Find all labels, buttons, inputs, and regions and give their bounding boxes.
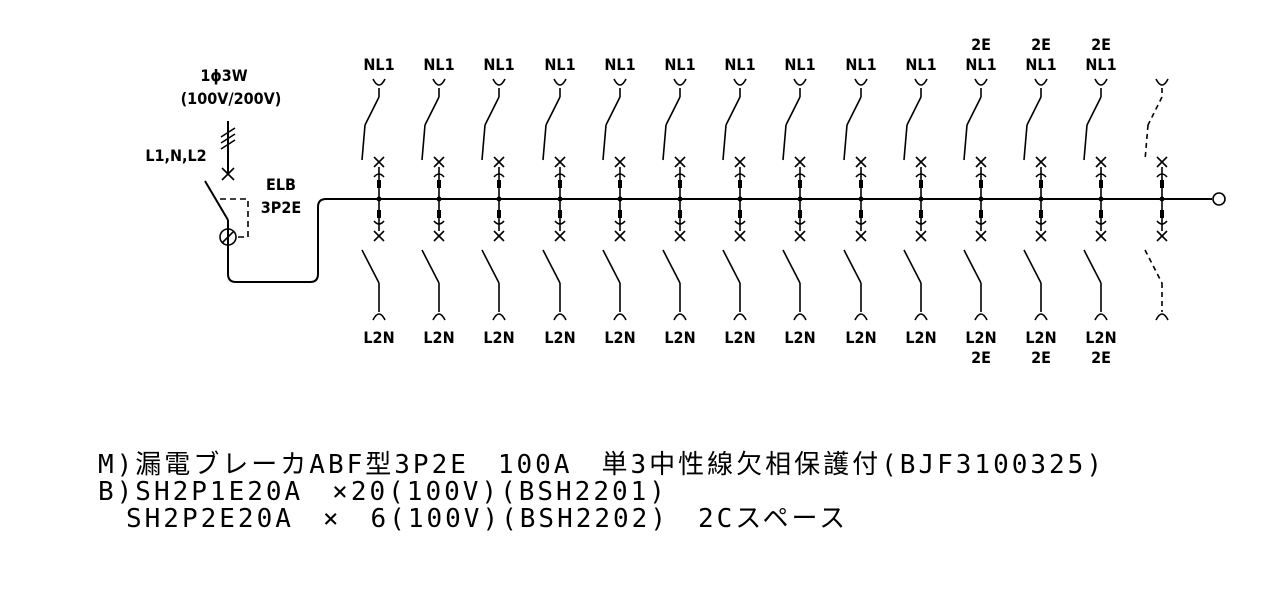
branch-top-extra-label: 2E bbox=[971, 35, 991, 54]
branch-top-label: NL1 bbox=[423, 55, 454, 74]
single-line-diagram: 1ϕ3W (100V/200V) L1,N,L2 ELB 3P2E NL1L2N… bbox=[145, 35, 1226, 367]
branch-top-extra-label: 2E bbox=[1091, 35, 1111, 54]
branch-top-label: NL1 bbox=[483, 55, 514, 74]
branch-top-label: NL1 bbox=[845, 55, 876, 74]
branch-top-label: NL1 bbox=[1085, 55, 1116, 74]
elb-label: ELB bbox=[266, 175, 296, 194]
branch-bottom-label: L2N bbox=[664, 328, 695, 347]
branch-top-label: NL1 bbox=[905, 55, 936, 74]
branch-top-label: NL1 bbox=[965, 55, 996, 74]
branch-bottom-label: L2N bbox=[1025, 328, 1056, 347]
branch-bottom-label: L2N bbox=[965, 328, 996, 347]
branch-top-label: NL1 bbox=[724, 55, 755, 74]
note-branch-1e: B)SH2P1E20A ×20(100V)(BSH2201) bbox=[98, 477, 668, 507]
branch-bottom-extra-label: 2E bbox=[1091, 348, 1111, 367]
note-main-breaker: M)漏電ブレーカABF型3P2E 100A 単3中性線欠相保護付(BJF3100… bbox=[98, 450, 1105, 480]
branch-bottom-label: L2N bbox=[483, 328, 514, 347]
branch-bottom-label: L2N bbox=[604, 328, 635, 347]
branch-bottom-label: L2N bbox=[784, 328, 815, 347]
voltage-label: (100V/200V) bbox=[181, 89, 282, 108]
note-branch-2e: SH2P2E20A × 6(100V)(BSH2202) 2Cスペース bbox=[126, 504, 849, 534]
branch-bottom-label: L2N bbox=[845, 328, 876, 347]
branch-bottom-label: L2N bbox=[724, 328, 755, 347]
branch-bottom-label: L2N bbox=[1085, 328, 1116, 347]
elb-poles-label: 3P2E bbox=[261, 198, 301, 217]
branch-top-label: NL1 bbox=[664, 55, 695, 74]
branch-top-label: NL1 bbox=[1025, 55, 1056, 74]
branch-bottom-label: L2N bbox=[423, 328, 454, 347]
branch-top-label: NL1 bbox=[544, 55, 575, 74]
branch-bottom-label: L2N bbox=[363, 328, 394, 347]
branch-top-label: NL1 bbox=[363, 55, 394, 74]
branch-top-label: NL1 bbox=[784, 55, 815, 74]
branch-bottom-label: L2N bbox=[905, 328, 936, 347]
breaker-notes: M)漏電ブレーカABF型3P2E 100A 単3中性線欠相保護付(BJF3100… bbox=[98, 452, 1105, 533]
branch-top-extra-label: 2E bbox=[1031, 35, 1051, 54]
branch-circuits: NL1L2NNL1L2NNL1L2NNL1L2NNL1L2NNL1L2NNL1L… bbox=[361, 35, 1169, 367]
branch-bottom-extra-label: 2E bbox=[1031, 348, 1051, 367]
branch-bottom-label: L2N bbox=[544, 328, 575, 347]
branch-top-label: NL1 bbox=[604, 55, 635, 74]
supply-label: 1ϕ3W bbox=[200, 66, 247, 85]
phase-label: L1,N,L2 bbox=[145, 146, 206, 165]
spare-space-branch bbox=[1144, 78, 1169, 321]
branch-bottom-extra-label: 2E bbox=[971, 348, 991, 367]
bus-end-terminal bbox=[1212, 192, 1226, 206]
main-breaker-symbol bbox=[204, 121, 1226, 283]
